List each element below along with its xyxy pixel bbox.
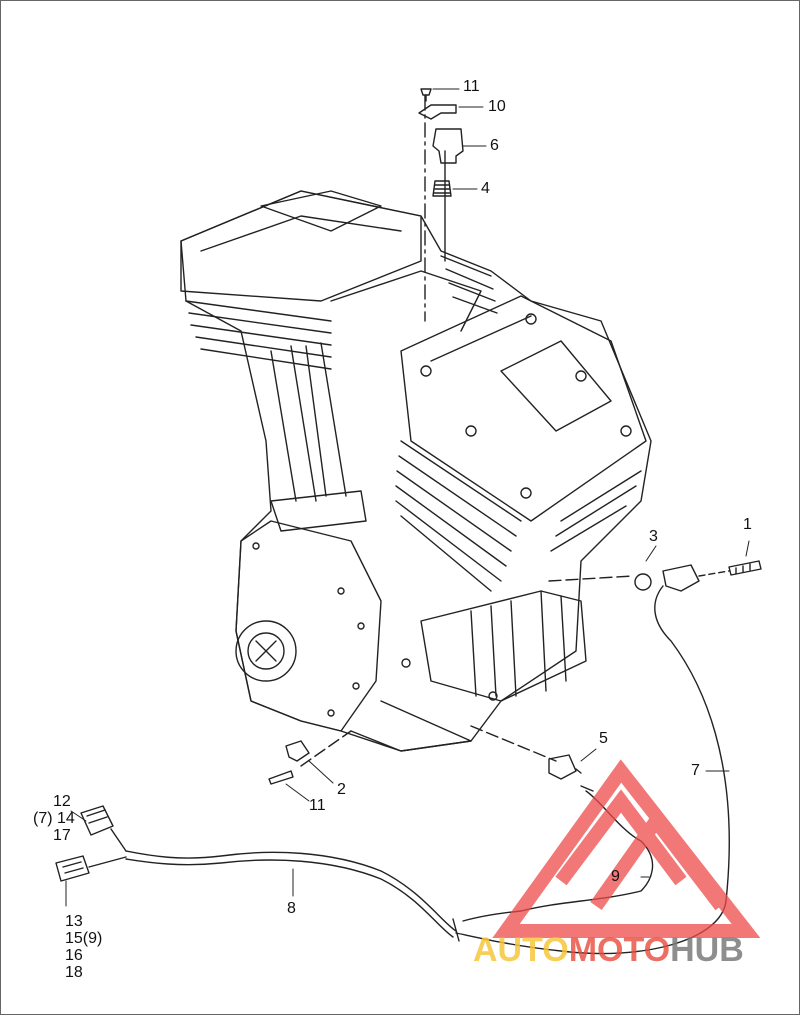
stack-top-item: 17 (53, 827, 71, 844)
engine-outline (180, 190, 652, 752)
callout-3: 3 (649, 528, 658, 545)
cam-cover (235, 520, 382, 732)
stack-bottom-item: 16 (65, 947, 83, 964)
rear-cylinder-fins (185, 300, 332, 370)
watermark-auto: AUTO (473, 931, 569, 969)
callout-6: 6 (490, 137, 499, 154)
sensor-6 (432, 128, 464, 164)
callout-stack-connector-12: 12 (7) 14 17 (33, 793, 75, 844)
connector-13 (55, 855, 90, 882)
plug-4 (432, 180, 452, 197)
callout-5: 5 (599, 730, 608, 747)
pushrod-tubes (270, 342, 347, 502)
callout-10: 10 (488, 98, 506, 115)
screw-1 (728, 560, 762, 576)
watermark-moto: MOTO (568, 931, 671, 969)
callout-1: 1 (743, 516, 752, 533)
watermark-logo (492, 759, 761, 938)
callout-2: 2 (337, 781, 346, 798)
sensor-1-body (662, 564, 700, 592)
rear-rocker-box (180, 190, 422, 302)
bracket-10 (418, 104, 457, 120)
front-rocker-box (400, 295, 647, 522)
clip-2 (285, 740, 310, 762)
stack-bottom-item: 13 (65, 913, 83, 930)
stack-top-item: (7) 14 (33, 810, 75, 827)
o-ring-3 (634, 573, 652, 591)
stack-bottom-item: 18 (65, 964, 83, 981)
harness-7 (455, 585, 730, 955)
front-cylinder-fins (395, 440, 522, 592)
stack-top-item: 12 (53, 793, 71, 810)
watermark-text: AUTOMOTOHUB (473, 933, 744, 967)
callout-11-bottom: 11 (309, 797, 326, 814)
sensor-5 (548, 754, 577, 780)
callout-8: 8 (287, 900, 296, 917)
connector-12 (80, 805, 114, 836)
callout-4: 4 (481, 180, 490, 197)
callout-7: 7 (691, 762, 700, 779)
callout-9: 9 (611, 868, 620, 885)
screw-11-bottom (268, 770, 294, 785)
callout-stack-connector-13: 13 15(9) 16 18 (65, 913, 102, 981)
harness-8 (125, 850, 457, 932)
stack-bottom-item: 15(9) (65, 930, 103, 947)
callout-11-top: 11 (463, 78, 480, 95)
watermark-hub: HUB (670, 931, 744, 969)
